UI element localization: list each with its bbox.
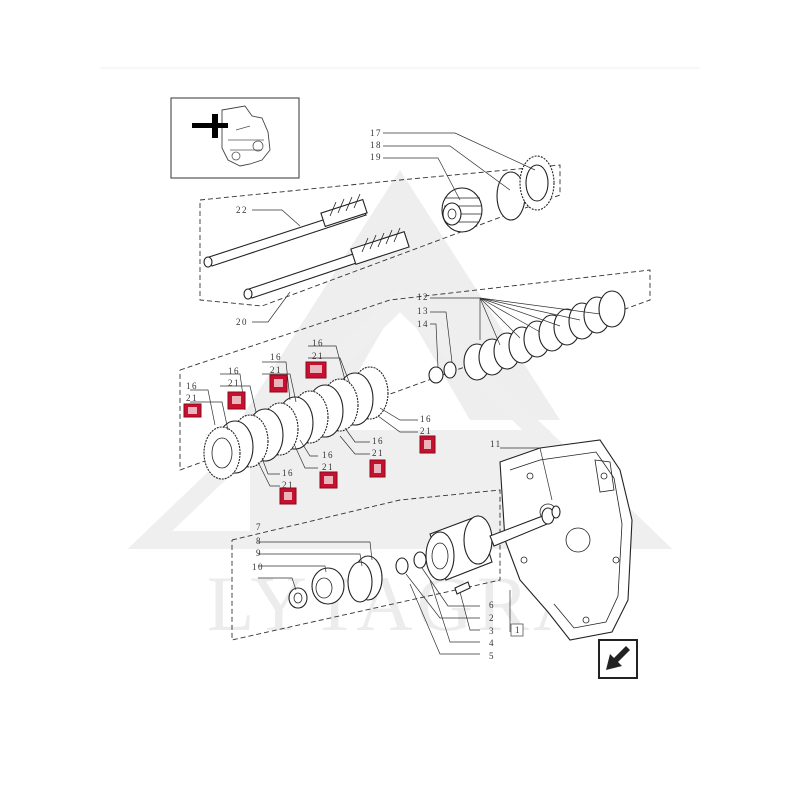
label-1: 1 bbox=[515, 625, 521, 635]
label-16-g: 16 bbox=[322, 450, 334, 460]
label-19: 19 bbox=[370, 152, 382, 162]
label-16-f: 16 bbox=[372, 436, 384, 446]
shaft-22 bbox=[203, 193, 368, 268]
label-16-b: 16 bbox=[228, 366, 240, 376]
shaft-20 bbox=[243, 227, 410, 300]
label-14: 14 bbox=[417, 319, 429, 329]
label-10: 10 bbox=[252, 562, 264, 572]
hotspot-4[interactable] bbox=[305, 361, 327, 379]
label-18: 18 bbox=[370, 140, 382, 150]
pin-3 bbox=[454, 581, 471, 595]
belleville-spring-stack-12 bbox=[463, 290, 626, 381]
hotspot-6[interactable] bbox=[369, 459, 386, 478]
clutch-disc-stack bbox=[203, 366, 389, 480]
label-3: 3 bbox=[489, 626, 495, 636]
ring-2 bbox=[395, 557, 409, 575]
toothed-disc-17 bbox=[519, 155, 555, 211]
upper-dash-box bbox=[199, 164, 561, 307]
label-22: 22 bbox=[236, 205, 248, 215]
transmission-housing-11 bbox=[499, 439, 633, 641]
next-page-arrow-icon[interactable] bbox=[598, 639, 638, 679]
part-labels: 17 18 19 22 20 12 13 14 11 16 21 16 21 1… bbox=[186, 128, 524, 661]
washer-14 bbox=[428, 366, 444, 384]
label-16-c: 16 bbox=[270, 352, 282, 362]
label-21-h: 21 bbox=[282, 480, 294, 490]
gear-19 bbox=[441, 187, 483, 233]
label-16-a: 16 bbox=[186, 381, 198, 391]
label-21-e: 21 bbox=[420, 426, 432, 436]
hotspot-group bbox=[183, 361, 436, 505]
clutch-drum-assembly bbox=[425, 505, 561, 581]
label-13: 13 bbox=[417, 306, 429, 316]
label-9: 9 bbox=[256, 548, 262, 558]
ring-13 bbox=[443, 361, 457, 379]
label-21-d: 21 bbox=[312, 351, 324, 361]
hotspot-8[interactable] bbox=[279, 487, 297, 505]
washer-10 bbox=[288, 587, 308, 609]
label-17: 17 bbox=[370, 128, 382, 138]
hotspot-3[interactable] bbox=[269, 374, 288, 393]
hotspot-5[interactable] bbox=[419, 435, 436, 454]
label-21-c: 21 bbox=[270, 365, 282, 375]
label-16-e: 16 bbox=[420, 414, 432, 424]
middle-dash-box bbox=[179, 269, 651, 471]
snap-ring-6 bbox=[413, 551, 427, 569]
label-8: 8 bbox=[256, 536, 262, 546]
label-16-h: 16 bbox=[282, 468, 294, 478]
tractor-transmission-thumbnail-icon[interactable] bbox=[170, 97, 300, 179]
hotspot-1[interactable] bbox=[183, 403, 202, 418]
label-7: 7 bbox=[256, 522, 262, 532]
label-4: 4 bbox=[489, 638, 495, 648]
piston-9 bbox=[311, 567, 345, 605]
o-ring-8 bbox=[347, 561, 373, 603]
label-20: 20 bbox=[236, 317, 248, 327]
label-6: 6 bbox=[489, 600, 495, 610]
label-21-g: 21 bbox=[322, 462, 334, 472]
label-5: 5 bbox=[489, 651, 495, 661]
label-21-a: 21 bbox=[186, 393, 198, 403]
label-21-f: 21 bbox=[372, 448, 384, 458]
hotspot-7[interactable] bbox=[319, 471, 338, 489]
label-12: 12 bbox=[417, 292, 429, 302]
label-11: 11 bbox=[490, 439, 502, 449]
hotspot-2[interactable] bbox=[227, 391, 246, 410]
leader-lines bbox=[190, 132, 601, 655]
label-16-d: 16 bbox=[312, 338, 324, 348]
label-21-b: 21 bbox=[228, 378, 240, 388]
label-2: 2 bbox=[489, 613, 495, 623]
